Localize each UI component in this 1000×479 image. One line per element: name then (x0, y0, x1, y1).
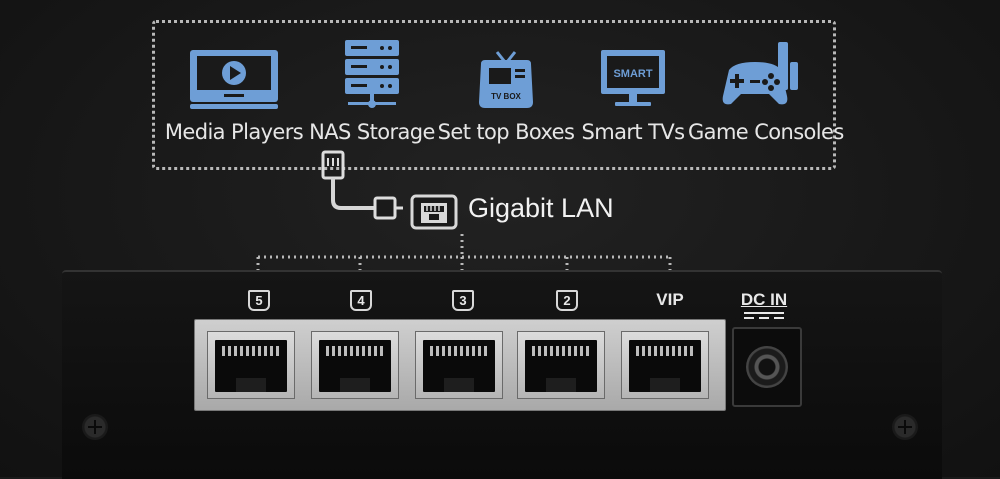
port-label-3: 3 (452, 290, 474, 311)
media-player-icon (164, 20, 304, 110)
ethernet-port-2[interactable] (517, 331, 605, 399)
dc-in-jack[interactable] (732, 327, 802, 407)
device-label: Set top Boxes (437, 120, 575, 144)
game-console-icon (688, 20, 828, 110)
device-label: NAS Storage (309, 120, 435, 144)
ethernet-port-5[interactable] (207, 331, 295, 399)
port-label-4: 4 (350, 290, 372, 311)
devices-group-frame (152, 20, 836, 170)
nas-storage-icon (302, 20, 442, 110)
gigabit-lan-label: Gigabit LAN (468, 193, 614, 223)
ethernet-ports-frame (194, 319, 726, 411)
device-set-top-boxes: TV BOX Set top Boxes (436, 20, 576, 144)
device-label: Game Consoles (688, 120, 844, 144)
smart-icon-text: SMART (613, 68, 652, 80)
dc-in-text: DC IN (740, 290, 788, 309)
ethernet-connector-icon (373, 196, 397, 220)
dc-in-label: DC IN (738, 290, 790, 320)
ethernet-port-icon (410, 194, 458, 235)
ethernet-port-4[interactable] (311, 331, 399, 399)
port-label-vip: VIP (656, 290, 684, 309)
device-media-players: Media Players (164, 20, 304, 144)
port-label-5: 5 (248, 290, 270, 311)
set-top-box-icon: TV BOX (436, 20, 576, 110)
screw-right-icon (892, 414, 918, 440)
dc-symbol-icon (744, 312, 784, 319)
ethernet-port-3[interactable] (415, 331, 503, 399)
device-nas-storage: NAS Storage (302, 20, 442, 144)
device-label: Smart TVs (581, 120, 686, 144)
device-game-consoles: Game Consoles (688, 20, 844, 144)
device-label: Media Players (164, 120, 304, 144)
device-smart-tvs: SMART Smart TVs (563, 20, 703, 144)
screw-left-icon (82, 414, 108, 440)
tv-box-icon-text: TV BOX (491, 92, 521, 101)
smart-tv-icon: SMART (563, 20, 703, 110)
ethernet-port-vip[interactable] (621, 331, 709, 399)
port-label-2: 2 (556, 290, 578, 311)
